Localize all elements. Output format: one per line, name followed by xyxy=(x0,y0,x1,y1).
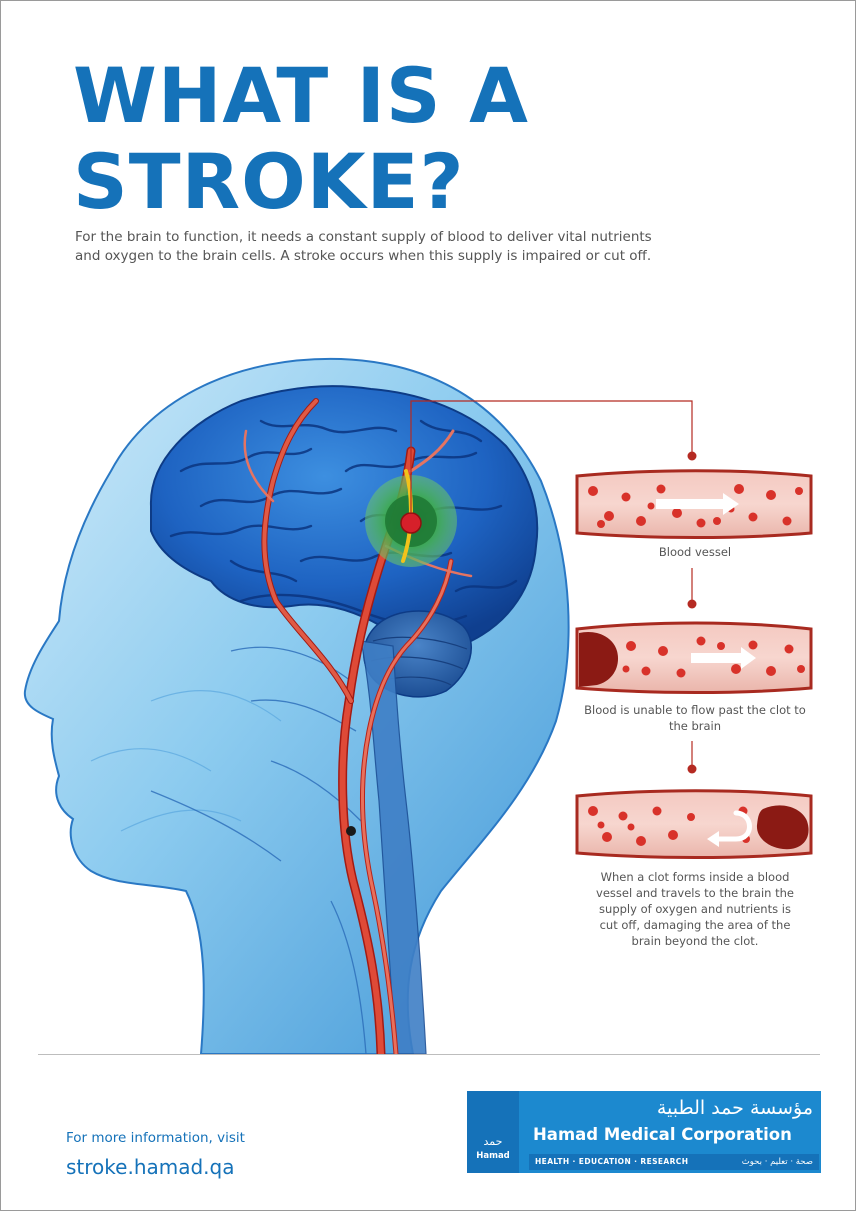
logo-arabic-name: مؤسسة حمد الطبية xyxy=(656,1097,813,1119)
caption-clot-travels: When a clot forms inside a blood vessel … xyxy=(596,870,794,948)
connector-lines xyxy=(410,400,697,774)
logo-emblem: حمد Hamad xyxy=(467,1091,519,1173)
stroke-site-dot xyxy=(400,512,422,534)
footer-info: For more information, visit stroke.hamad… xyxy=(66,1129,245,1182)
hmc-logo: حمد Hamad مؤسسة حمد الطبية Hamad Medical… xyxy=(467,1091,821,1173)
arteries xyxy=(243,398,473,1054)
blocked-flow-arrow-icon xyxy=(691,647,756,669)
vessel-clot xyxy=(575,621,813,694)
intro-paragraph: For the brain to function, it needs a co… xyxy=(75,229,652,264)
caption-blood-vessel: Blood vessel xyxy=(658,545,732,559)
clot-shape xyxy=(579,631,619,687)
logo-tagline: HEALTH · EDUCATION · RESEARCH xyxy=(535,1157,689,1166)
title-line-2: STROKE? xyxy=(73,137,465,226)
logo-arabic-short: حمد xyxy=(483,1135,503,1148)
vessel-normal xyxy=(575,469,813,539)
website-link[interactable]: stroke.hamad.qa xyxy=(66,1155,235,1179)
logo-english-short: Hamad xyxy=(476,1151,510,1161)
caption-clot-blocking: Blood is unable to flow past the clot to… xyxy=(584,703,806,733)
more-info-label: For more information, visit xyxy=(66,1130,245,1146)
logo-tagline-arabic: صحة · تعليم · بحوث xyxy=(741,1157,813,1167)
page-title: WHAT IS A STROKE? xyxy=(73,53,529,225)
clot-shape-2 xyxy=(756,805,809,850)
flow-arrow-icon xyxy=(656,493,739,515)
logo-english-name: Hamad Medical Corporation xyxy=(533,1125,792,1144)
logo-tagline-band: HEALTH · EDUCATION · RESEARCH صحة · تعلي… xyxy=(529,1154,819,1170)
brainstem xyxy=(360,640,427,1054)
footer-divider xyxy=(38,1054,820,1055)
vessel-brain xyxy=(575,789,813,859)
return-arrow-icon xyxy=(710,810,752,842)
clot-marker-neck xyxy=(346,826,356,836)
title-line-1: WHAT IS A xyxy=(73,51,529,140)
head-anatomy xyxy=(23,357,570,1054)
brain xyxy=(149,385,539,646)
